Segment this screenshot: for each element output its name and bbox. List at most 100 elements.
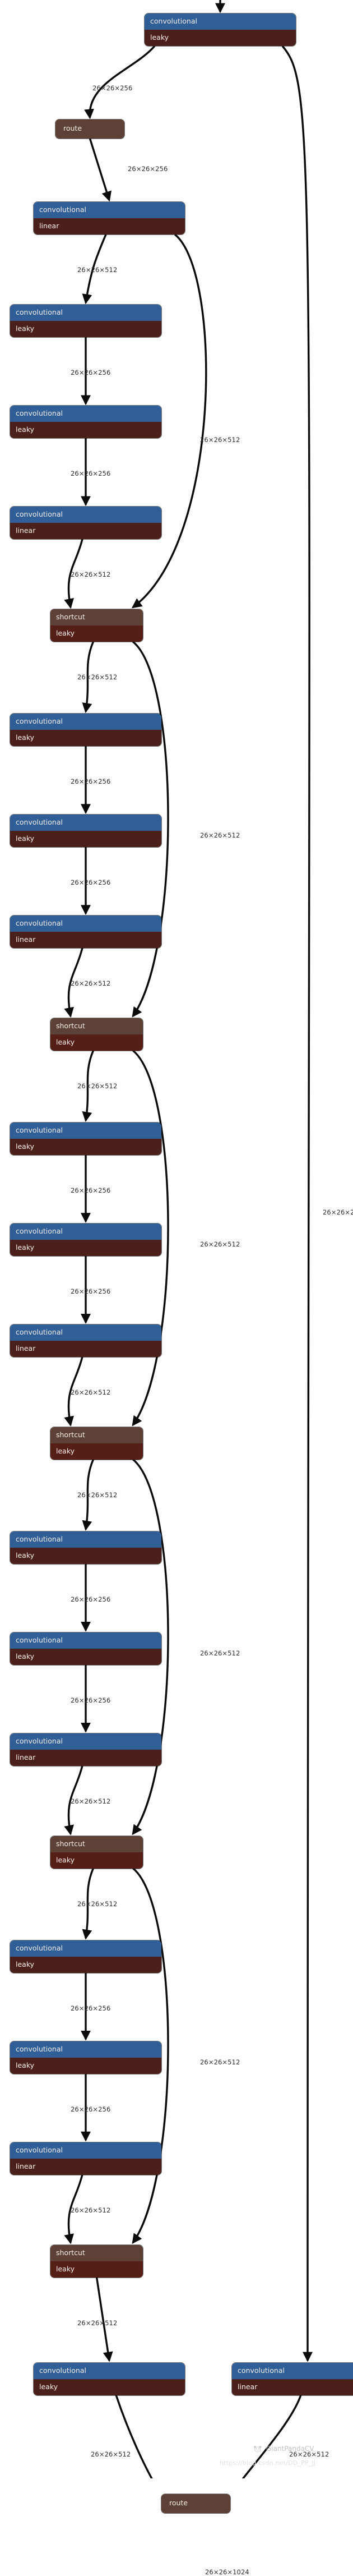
node-activation: leaky bbox=[10, 320, 161, 337]
edge-label: 26×26×512 bbox=[200, 2058, 240, 2066]
edge-label: 26×26×256 bbox=[92, 84, 133, 92]
node-header: convolutional bbox=[10, 714, 161, 730]
edge-label: 26×26×512 bbox=[77, 673, 118, 681]
edge-label: 26×26×256 bbox=[71, 1186, 111, 1194]
panda-icon bbox=[253, 2445, 262, 2452]
node-activation: leaky bbox=[10, 1956, 161, 1973]
edge-label: 26×26×256 bbox=[71, 2004, 111, 2012]
edge-label: 26×26×512 bbox=[71, 979, 111, 987]
edge-label: 26×26×1024 bbox=[205, 2568, 249, 2576]
node-activation: linear bbox=[232, 2379, 353, 2395]
node-header: convolutional bbox=[34, 202, 185, 218]
node-header: convolutional bbox=[10, 2041, 161, 2058]
edge-label: 26×26×512 bbox=[200, 1649, 240, 1657]
node-activation: leaky bbox=[10, 830, 161, 847]
node-header: convolutional bbox=[10, 1324, 161, 1341]
edge-label: 26×26×512 bbox=[71, 1797, 111, 1805]
node-activation: leaky bbox=[10, 1648, 161, 1665]
edge-label: 26×26×256 bbox=[71, 778, 111, 785]
node-header: convolutional bbox=[10, 2142, 161, 2159]
edge-label: 26×26×512 bbox=[200, 436, 240, 444]
node-header: convolutional bbox=[34, 2363, 185, 2379]
node-route-route_top[interactable]: route bbox=[55, 119, 124, 139]
watermark: GiantPandaCV bbox=[253, 2445, 314, 2453]
node-header: shortcut bbox=[50, 1427, 143, 1443]
edge-conv_out_l-route_bot bbox=[115, 2394, 153, 2478]
node-header: convolutional bbox=[10, 1940, 161, 1957]
node-activation: leaky bbox=[10, 1138, 161, 1155]
edge-route_top-c1 bbox=[89, 138, 112, 202]
node-header: convolutional bbox=[10, 1531, 161, 1548]
node-activation: leaky bbox=[50, 625, 143, 642]
node-activation: leaky bbox=[50, 2261, 143, 2278]
edge-label: 26×26×512 bbox=[91, 2450, 131, 2458]
node-header: convolutional bbox=[10, 1223, 161, 1240]
node-header: convolutional bbox=[10, 815, 161, 831]
edge-label: 26×26×512 bbox=[77, 1082, 118, 1090]
edge-label: 26×26×256 bbox=[71, 369, 111, 376]
node-header: convolutional bbox=[10, 1632, 161, 1649]
node-activation: leaky bbox=[10, 1239, 161, 1256]
edge-label: 26×26×256 bbox=[71, 470, 111, 477]
node-header: convolutional bbox=[10, 916, 161, 932]
node-activation: leaky bbox=[50, 1443, 143, 1460]
edge-label: 26×26×512 bbox=[77, 1491, 118, 1499]
node-header: convolutional bbox=[145, 13, 296, 30]
node-header: convolutional bbox=[10, 305, 161, 321]
node-header: shortcut bbox=[50, 2245, 143, 2261]
edge-label: 26×26×512 bbox=[71, 2206, 111, 2214]
node-header: convolutional bbox=[10, 406, 161, 422]
edge-label: 26×26×256 bbox=[71, 1696, 111, 1704]
node-header: convolutional bbox=[10, 1733, 161, 1750]
edge-label: 26×26×512 bbox=[200, 831, 240, 839]
node-header: shortcut bbox=[50, 1018, 143, 1034]
node-header: shortcut bbox=[50, 1836, 143, 1852]
node-activation: linear bbox=[34, 218, 185, 234]
watermark-url: https://blog.csdn.net/DD_PP_JJ bbox=[220, 2459, 316, 2467]
node-activation: leaky bbox=[50, 1852, 143, 1869]
edge-label: 26×26×256 bbox=[71, 2105, 111, 2113]
node-header: route bbox=[169, 2499, 188, 2507]
edge-label: 26×26×512 bbox=[200, 1240, 240, 1248]
node-activation: leaky bbox=[10, 421, 161, 438]
node-header: route bbox=[63, 124, 82, 132]
edge-conv_in-route_top bbox=[84, 45, 156, 119]
node-header: convolutional bbox=[10, 1123, 161, 1139]
edge-label: 26×26×256 bbox=[128, 165, 168, 173]
node-activation: leaky bbox=[10, 729, 161, 746]
node-route-route_bot[interactable]: route bbox=[161, 2494, 230, 2513]
node-activation: linear bbox=[10, 931, 161, 948]
node-activation: leaky bbox=[34, 2379, 185, 2395]
edge-label: 26×26×256 bbox=[323, 1208, 353, 1216]
node-activation: leaky bbox=[145, 29, 296, 46]
node-header: convolutional bbox=[232, 2363, 353, 2379]
edge-label: 26×26×512 bbox=[289, 2450, 329, 2458]
edge-label: 26×26×256 bbox=[71, 1595, 111, 1603]
edge-label: 26×26×512 bbox=[77, 266, 118, 274]
edge-label: 26×26×256 bbox=[71, 1287, 111, 1295]
